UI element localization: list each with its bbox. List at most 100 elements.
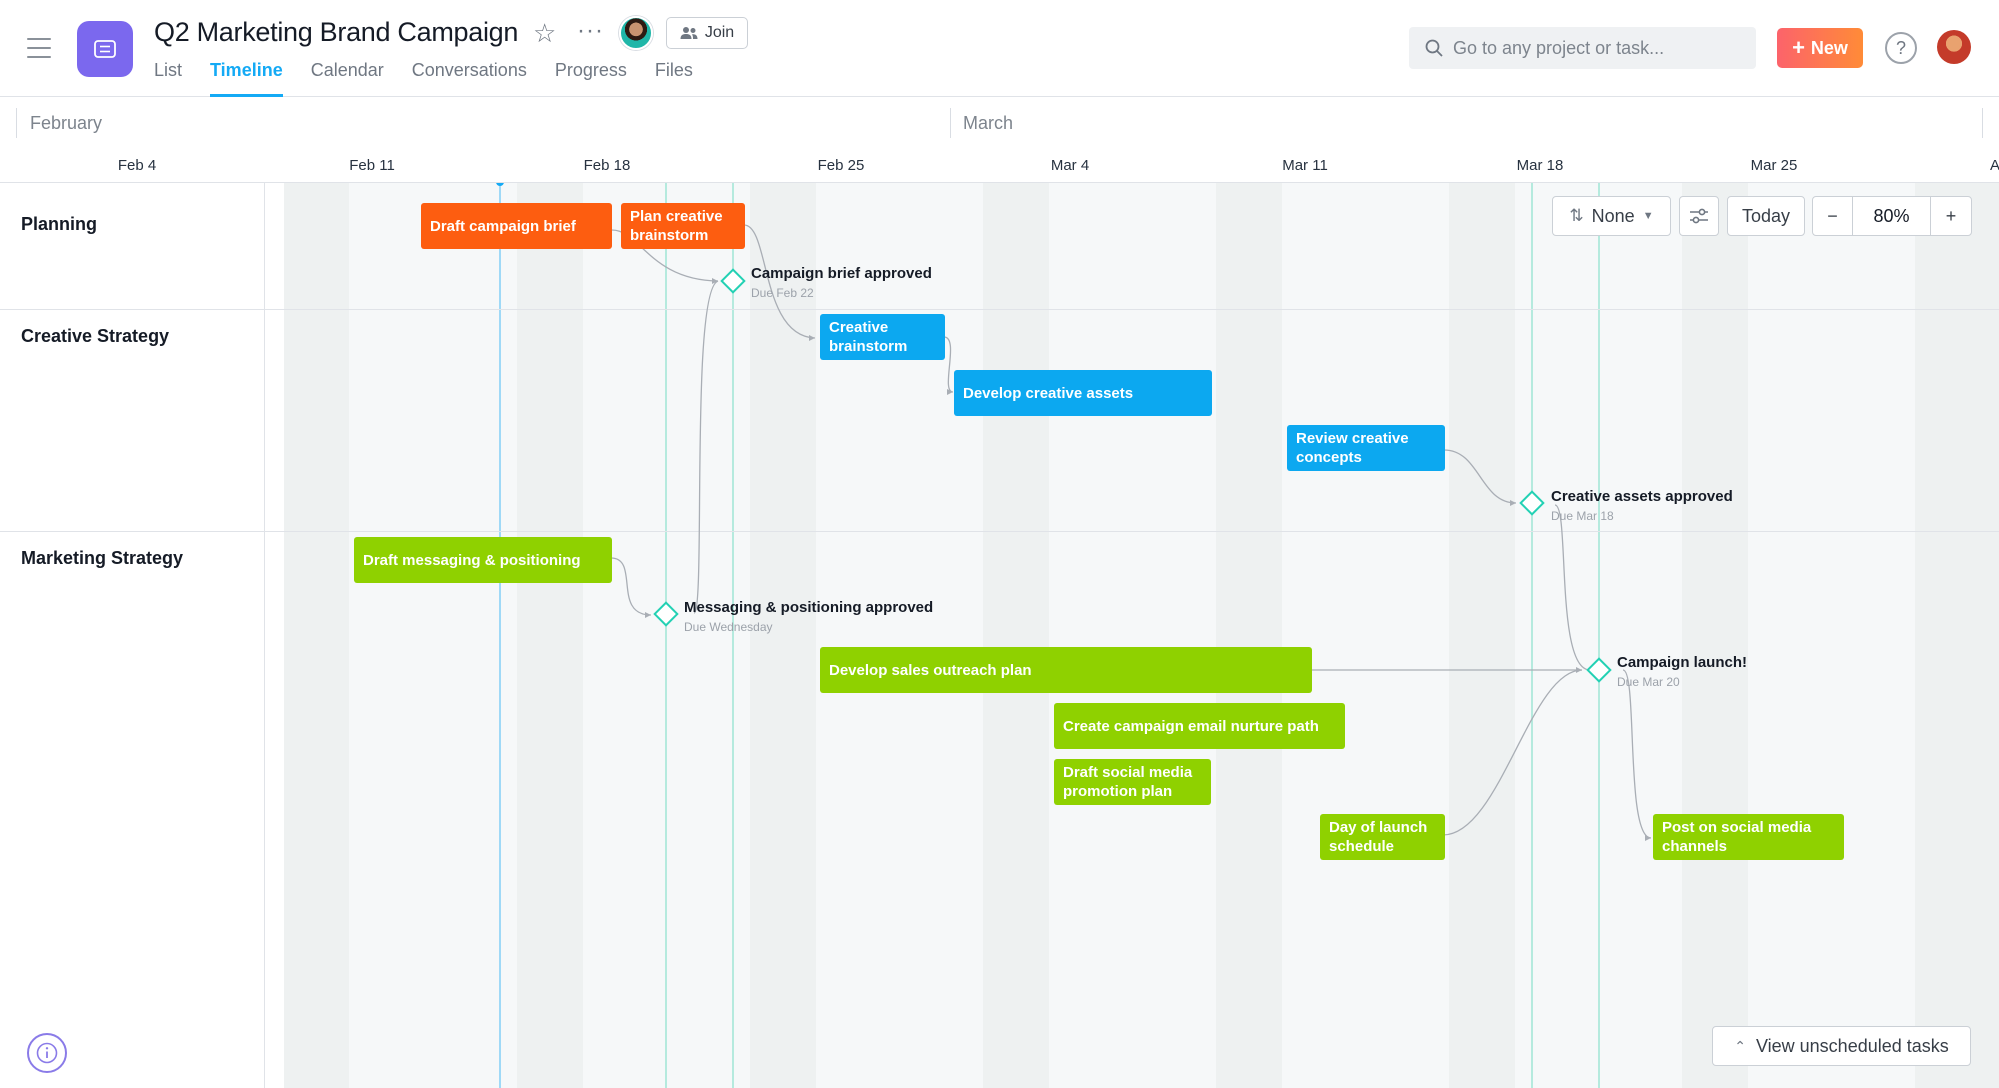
sliders-icon xyxy=(1690,208,1708,224)
sidebar-divider xyxy=(264,183,265,1088)
user-avatar[interactable] xyxy=(1937,30,1971,64)
task-create-campaign-email-nurture-path[interactable]: Create campaign email nurture path xyxy=(1054,703,1345,749)
week-label: Feb 11 xyxy=(349,157,395,174)
task-develop-sales-outreach-plan[interactable]: Develop sales outreach plan xyxy=(820,647,1312,693)
milestone-label: Campaign brief approved xyxy=(751,265,932,282)
task-plan-creative-brainstorm[interactable]: Plan creative brainstorm xyxy=(621,203,745,249)
week-shade xyxy=(1748,183,1915,1088)
date-header-divider xyxy=(0,182,1999,183)
sort-icon: ⇅ xyxy=(1569,206,1584,225)
week-label: Feb 18 xyxy=(583,157,631,174)
week-label: Mar 25 xyxy=(1750,157,1798,174)
section-divider xyxy=(0,531,1999,532)
milestone-due: Due Feb 22 xyxy=(751,286,814,300)
zoom-out-button[interactable]: − xyxy=(1813,197,1853,235)
sections-sidebar xyxy=(0,183,264,1088)
week-label: Mar 11 xyxy=(1282,157,1328,174)
tab-conversations[interactable]: Conversations xyxy=(411,60,527,80)
chevron-down-icon: ▼ xyxy=(1642,210,1654,222)
task-post-on-social-media-channels[interactable]: Post on social media channels xyxy=(1653,814,1844,860)
week-shade xyxy=(1449,183,1515,1088)
milestone-line xyxy=(1598,183,1600,1088)
section-creative-strategy[interactable]: Creative Strategy xyxy=(21,326,170,346)
section-marketing-strategy[interactable]: Marketing Strategy xyxy=(21,548,184,568)
week-label: Ap xyxy=(1990,157,1999,174)
tab-timeline[interactable]: Timeline xyxy=(210,58,283,97)
plus-icon: + xyxy=(1792,35,1805,60)
milestone-line xyxy=(665,183,667,1088)
hamburger-menu-icon[interactable] xyxy=(27,38,51,58)
task-draft-campaign-brief[interactable]: Draft campaign brief xyxy=(421,203,612,249)
people-icon xyxy=(680,27,698,39)
tab-list[interactable]: List xyxy=(154,60,183,80)
new-label: New xyxy=(1810,37,1848,58)
week-label: Mar 18 xyxy=(1516,157,1564,174)
week-label: Mar 4 xyxy=(1050,157,1090,174)
zoom-control: − 80% + xyxy=(1812,196,1972,236)
month-label-february: February xyxy=(30,113,103,133)
today-button[interactable]: Today xyxy=(1727,196,1805,236)
search-bar xyxy=(1409,27,1756,69)
sort-dropdown[interactable]: ⇅ None ▼ xyxy=(1552,196,1671,236)
more-options-icon[interactable]: ··· xyxy=(577,17,604,44)
week-shade xyxy=(349,183,517,1088)
milestone-due: Due Mar 20 xyxy=(1617,675,1680,689)
project-title[interactable]: Q2 Marketing Brand Campaign xyxy=(154,17,519,47)
milestone-label: Campaign launch! xyxy=(1617,654,1748,671)
date-header xyxy=(0,98,1999,183)
today-line xyxy=(499,183,501,1088)
month-separator xyxy=(16,108,17,138)
project-icon[interactable] xyxy=(77,21,133,77)
view-unscheduled-tasks-button[interactable]: ⌃ View unscheduled tasks xyxy=(1712,1026,1971,1066)
tab-progress[interactable]: Progress xyxy=(554,60,627,80)
milestone-label: Messaging & positioning approved xyxy=(684,599,934,616)
week-shade xyxy=(1282,183,1449,1088)
milestone-due: Due Wednesday xyxy=(684,620,773,634)
sort-value: None xyxy=(1591,205,1635,226)
list-icon xyxy=(94,40,116,58)
task-day-of-launch-schedule[interactable]: Day of launch schedule xyxy=(1320,814,1445,860)
search-icon xyxy=(1425,39,1443,57)
filter-settings-button[interactable] xyxy=(1679,196,1719,236)
week-label: Feb 25 xyxy=(817,157,865,174)
week-shade xyxy=(983,183,1049,1088)
month-separator xyxy=(950,108,951,138)
task-develop-creative-assets[interactable]: Develop creative assets xyxy=(954,370,1212,416)
join-button[interactable]: Join xyxy=(666,17,748,49)
week-shade xyxy=(750,183,816,1088)
top-bar: Q2 Marketing Brand Campaign ☆ ··· Join L… xyxy=(0,0,1999,97)
task-draft-messaging-positioning[interactable]: Draft messaging & positioning xyxy=(354,537,612,583)
milestone-due: Due Mar 18 xyxy=(1551,509,1614,523)
section-divider xyxy=(0,309,1999,310)
milestone-label: Creative assets approved xyxy=(1551,488,1733,505)
tab-files[interactable]: Files xyxy=(654,60,693,80)
month-label-march: March xyxy=(963,113,1014,133)
task-draft-social-media-promotion-plan[interactable]: Draft social media promotion plan xyxy=(1054,759,1211,805)
join-label: Join xyxy=(704,24,735,41)
member-avatar[interactable] xyxy=(619,16,653,50)
help-icon[interactable]: ? xyxy=(1885,32,1917,64)
week-shade xyxy=(1915,183,1999,1088)
double-chevron-up-icon: ⌃ xyxy=(1734,1037,1746,1054)
search-input[interactable] xyxy=(1453,37,1733,59)
milestone-line xyxy=(732,183,734,1088)
info-icon xyxy=(36,1042,58,1064)
unscheduled-label: View unscheduled tasks xyxy=(1755,1035,1949,1056)
milestone-line xyxy=(1531,183,1533,1088)
info-button[interactable] xyxy=(27,1033,67,1073)
week-label: Feb 4 xyxy=(117,157,157,174)
week-shade xyxy=(1682,183,1748,1088)
task-review-creative-concepts[interactable]: Review creative concepts xyxy=(1287,425,1445,471)
star-icon[interactable]: ☆ xyxy=(533,18,557,48)
task-creative-brainstorm[interactable]: Creative brainstorm xyxy=(820,314,945,360)
new-button[interactable]: + New xyxy=(1777,28,1863,68)
tab-calendar[interactable]: Calendar xyxy=(310,60,384,80)
week-shade xyxy=(1216,183,1282,1088)
section-planning[interactable]: Planning xyxy=(21,214,97,234)
month-separator xyxy=(1982,108,1983,138)
zoom-level: 80% xyxy=(1853,197,1931,235)
zoom-in-button[interactable]: + xyxy=(1945,205,1957,226)
project-tabs: List Timeline Calendar Conversations Pro… xyxy=(154,58,721,97)
week-shade xyxy=(284,183,349,1088)
